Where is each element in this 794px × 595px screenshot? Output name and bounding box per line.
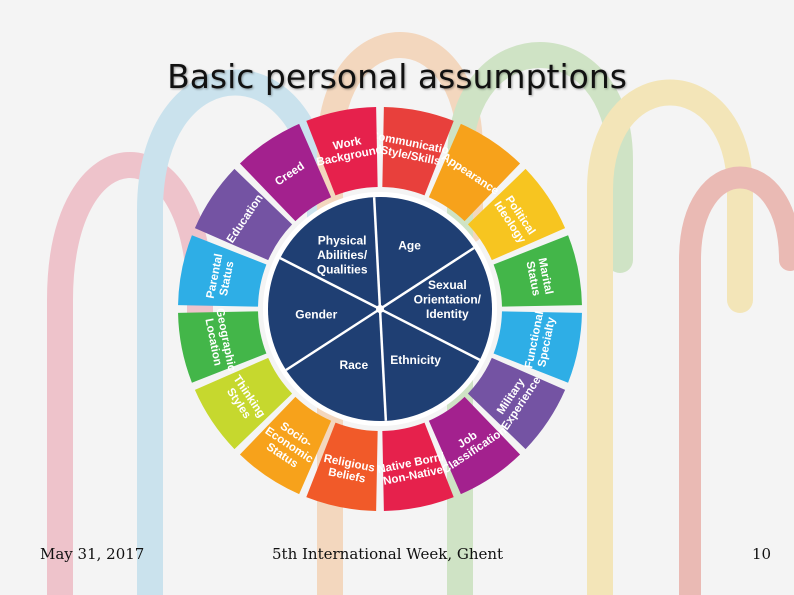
background-loop — [317, 32, 483, 595]
outer-segment — [194, 357, 293, 450]
outer-segment — [467, 357, 566, 450]
outer-segment — [428, 396, 521, 495]
outer-segment — [382, 422, 454, 511]
inner-segment-label: Gender — [295, 308, 337, 322]
outer-segment — [428, 123, 521, 222]
diversity-wheel: CommunicationStyle/SkillsAppearancePolit… — [178, 107, 582, 511]
inner-segment-label: Race — [339, 358, 368, 372]
page-number: 10 — [752, 545, 772, 563]
inner-divider — [279, 257, 381, 311]
background-loop — [679, 166, 794, 595]
inner-segment-label: Age — [398, 239, 421, 253]
outer-segment — [467, 168, 566, 261]
footer-event: 5th International Week, Ghent — [272, 545, 504, 563]
slide-title: Basic personal assumptions — [167, 57, 627, 96]
inner-divider — [372, 197, 382, 310]
outer-segment — [306, 107, 378, 196]
inner-divider — [378, 308, 388, 421]
outer-segment — [178, 235, 267, 307]
outer-segment — [306, 422, 378, 511]
outer-segment-label: MaritalStatus — [523, 257, 554, 298]
background-loop — [587, 79, 753, 595]
inner-segment-label: Ethnicity — [390, 353, 441, 367]
inner-divider — [379, 246, 475, 311]
outer-segment — [493, 235, 582, 307]
inner-divider — [285, 307, 381, 372]
outer-segment — [382, 107, 454, 196]
outer-segment — [239, 123, 332, 222]
footer-date: May 31, 2017 — [40, 545, 145, 563]
outer-segment — [194, 168, 293, 261]
wheel-center — [376, 305, 384, 313]
outer-segment — [493, 311, 582, 383]
outer-segment — [178, 311, 267, 383]
inner-divider — [379, 307, 481, 361]
background-loop — [447, 42, 633, 595]
outer-ring: CommunicationStyle/SkillsAppearancePolit… — [178, 107, 582, 511]
outer-segment — [239, 396, 332, 495]
